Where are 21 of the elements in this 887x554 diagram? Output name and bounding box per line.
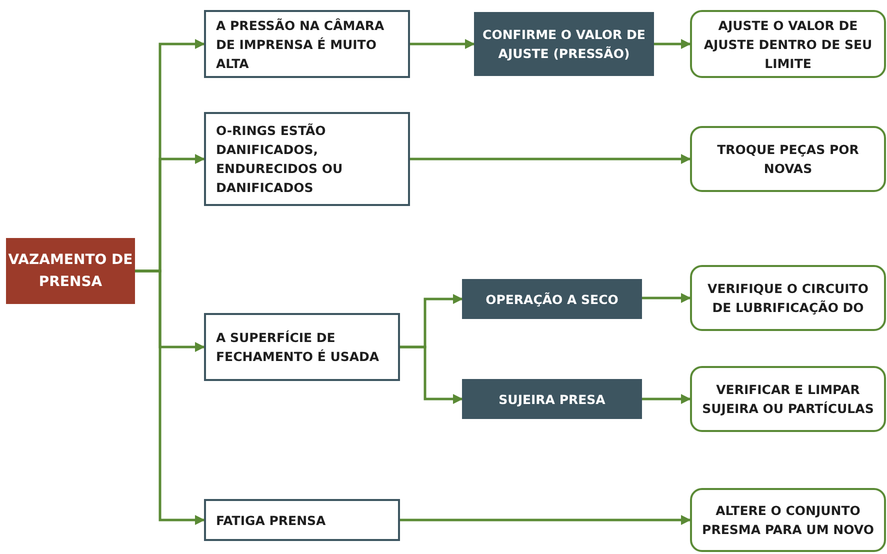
arrow [400, 346, 463, 404]
action-box: ALTERE O CONJUNTO PRESMA PARA UM NOVO [690, 488, 886, 552]
arrow [135, 270, 205, 525]
check-box: CONFIRME O VALOR DE AJUSTE (PRESSÃO) [474, 12, 654, 76]
cause-box: O-RINGS ESTÃO DANIFICADOS, ENDURECIDOS OU DANIFICADOS [204, 112, 410, 206]
topic-box: VAZAMENTO DE PRENSA [6, 238, 135, 304]
check-box: SUJEIRA PRESA [462, 379, 642, 419]
action-box: VERIFICAR E LIMPAR SUJEIRA OU PARTÍCULAS [690, 366, 886, 432]
action-box: TROQUE PEÇAS POR NOVAS [690, 126, 886, 192]
action-box: AJUSTE O VALOR DE AJUSTE DENTRO DE SEU LIMITE [690, 10, 886, 78]
cause-box: FATIGA PRENSA [204, 499, 400, 541]
arrow [642, 293, 691, 303]
arrow [642, 394, 691, 404]
arrow [410, 39, 475, 49]
arrow [400, 515, 691, 525]
arrow [654, 39, 691, 49]
check-box: OPERAÇÃO A SECO [462, 279, 642, 319]
action-box: VERIFIQUE O CIRCUITO DE LUBRIFICAÇÃO DO [690, 265, 886, 331]
cause-box: A PRESSÃO NA CÂMARA DE IMPRENSA É MUITO ALTA [204, 10, 410, 78]
cause-box: A SUPERFÍCIE DE FECHAMENTO É USADA [204, 313, 400, 381]
arrow [410, 154, 691, 164]
